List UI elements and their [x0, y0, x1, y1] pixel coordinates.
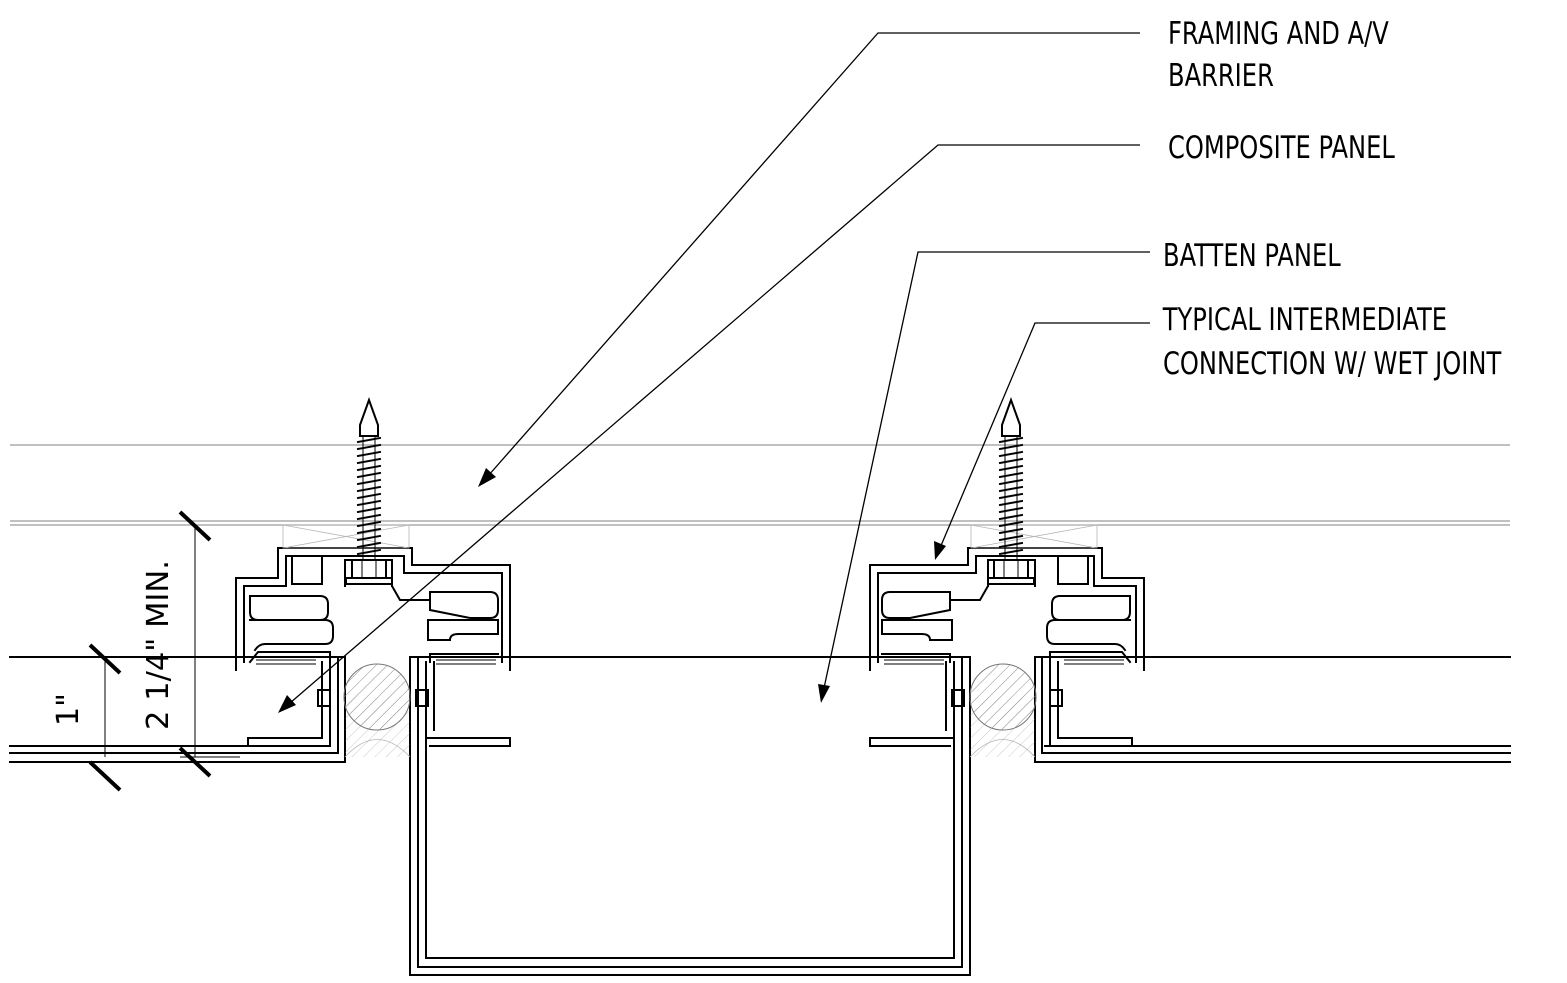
label-framing-line1: FRAMING AND A/V [1168, 15, 1389, 52]
screw-thread [998, 478, 1024, 486]
screw-thread [356, 492, 382, 500]
framing-lines [10, 444, 1510, 526]
screw-thread [998, 534, 1024, 542]
composite-panel-right [1034, 656, 1511, 763]
screw-thread [356, 443, 382, 451]
label-connection-line2: CONNECTION W/ WET JOINT [1163, 345, 1502, 382]
label-composite-panel: COMPOSITE PANEL [1168, 129, 1395, 166]
composite-panel-left [9, 656, 346, 763]
screw-thread [356, 436, 382, 444]
screw-thread [356, 506, 382, 514]
screw-thread [356, 534, 382, 542]
screw-thread [998, 443, 1024, 451]
screw-thread [998, 485, 1024, 493]
batten-panel [409, 656, 971, 976]
screw-thread [998, 464, 1024, 472]
screw-thread [356, 499, 382, 507]
dimension-2-1-4-min: 2 1/4" MIN. [141, 510, 240, 778]
screw-thread [998, 527, 1024, 535]
screw-thread [356, 457, 382, 465]
extrusion-clip-right [869, 524, 1145, 747]
wet-joint-right [969, 663, 1037, 758]
leader-framing [478, 32, 1140, 487]
label-batten-panel: BATTEN PANEL [1163, 237, 1341, 274]
screw-thread [998, 471, 1024, 479]
screw-thread [356, 450, 382, 458]
screw-thread [998, 506, 1024, 514]
dimension-text-1-inch: 1" [51, 693, 86, 726]
screw-thread [356, 464, 382, 472]
screw-thread [356, 520, 382, 528]
dimension-1-inch: 1" [51, 643, 236, 792]
leader-connection [934, 322, 1150, 560]
extrusion-clip-left [235, 524, 511, 747]
screw-thread [356, 548, 382, 556]
screw-thread [998, 541, 1024, 549]
screw-thread [356, 485, 382, 493]
wet-joint-left [343, 663, 411, 758]
self-drilling-screw-left [345, 397, 393, 585]
screw-thread [356, 513, 382, 521]
screw-thread [998, 499, 1024, 507]
screw-thread [998, 520, 1024, 528]
screw-thread [998, 548, 1024, 556]
screw-thread [998, 492, 1024, 500]
screw-thread [356, 471, 382, 479]
screw-thread [356, 527, 382, 535]
screw-thread [998, 436, 1024, 444]
leader-batten [818, 251, 1150, 703]
screw-thread [998, 450, 1024, 458]
leader-composite [278, 144, 1140, 713]
dimension-text-2-1-4: 2 1/4" MIN. [141, 560, 176, 730]
self-drilling-screw-right [987, 397, 1035, 585]
screw-thread [356, 541, 382, 549]
label-connection-line1: TYPICAL INTERMEDIATE [1162, 301, 1447, 338]
screw-thread [356, 478, 382, 486]
callout-labels: FRAMING AND A/V BARRIER COMPOSITE PANEL … [1162, 15, 1502, 382]
label-framing-line2: BARRIER [1168, 57, 1274, 94]
screw-thread [998, 513, 1024, 521]
screw-thread [998, 457, 1024, 465]
